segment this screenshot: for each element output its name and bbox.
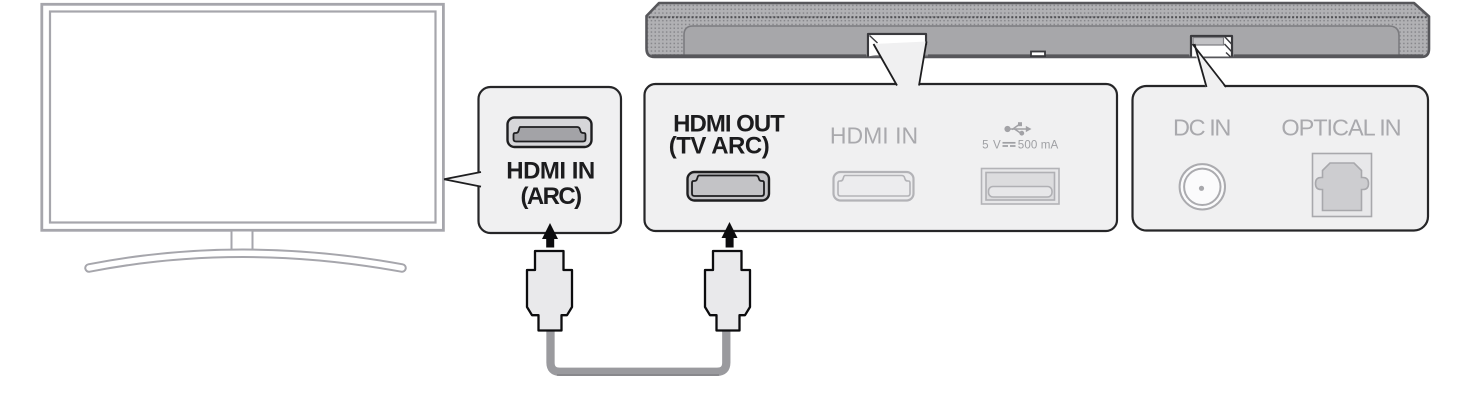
svg-text:(TV ARC): (TV ARC) [669, 133, 769, 160]
svg-text:OPTICAL IN: OPTICAL IN [1281, 115, 1400, 141]
svg-text:5 V: 5 V [982, 138, 1001, 151]
svg-text:HDMI IN: HDMI IN [830, 123, 918, 149]
svg-text:(ARC): (ARC) [521, 183, 582, 210]
svg-text:HDMI OUT: HDMI OUT [673, 111, 785, 138]
svg-text:HDMI IN: HDMI IN [506, 158, 595, 185]
svg-text:500 mA: 500 mA [1018, 138, 1059, 151]
svg-text:DC IN: DC IN [1173, 115, 1230, 141]
